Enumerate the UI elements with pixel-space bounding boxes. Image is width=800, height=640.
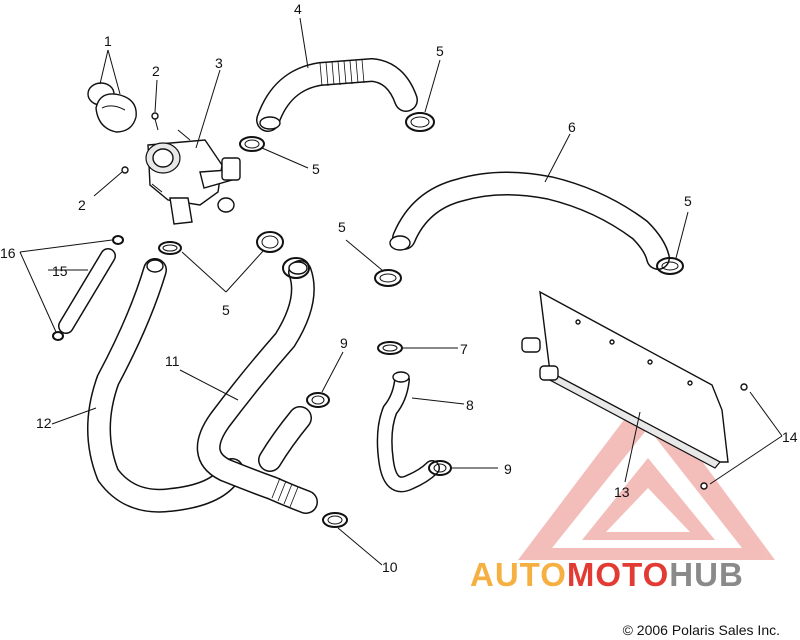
callout-4: 4	[294, 1, 302, 17]
callout-5e: 5	[222, 302, 230, 318]
callout-5d: 5	[684, 193, 692, 209]
coolant-housing-part	[145, 129, 241, 225]
callout-2b: 2	[78, 197, 86, 213]
screw-part	[121, 112, 159, 174]
callout-5b: 5	[312, 161, 320, 177]
radiator-panel-part	[521, 290, 748, 490]
callout-15: 15	[52, 263, 68, 279]
callout-14: 14	[782, 429, 798, 445]
callout-8: 8	[466, 397, 474, 413]
callout-16: 16	[0, 245, 16, 261]
copyright-text: © 2006 Polaris Sales Inc.	[622, 622, 780, 638]
callout-5: 5	[436, 43, 444, 59]
callout-13: 13	[614, 484, 630, 500]
watermark-moto: MOTO	[566, 556, 670, 593]
radiator-cap-part	[87, 82, 137, 133]
watermark-triangle-logo	[518, 388, 775, 560]
callout-6: 6	[568, 119, 576, 135]
callout-3: 3	[215, 55, 223, 71]
hose-clamp-parts	[52, 112, 684, 528]
callout-11: 11	[165, 353, 180, 369]
radiator-hose-part	[389, 171, 670, 270]
callout-1: 1	[104, 33, 112, 49]
callout-labels: 1 2 3 4 5 6 2 5 16 15 5 5 7 8 9 11 12 9 …	[0, 1, 798, 575]
leader-lines	[19, 17, 783, 566]
lower-hoses-part	[87, 258, 318, 514]
watermark-auto: AUTO	[470, 556, 567, 593]
watermark-hub: HUB	[669, 556, 744, 593]
callout-7: 7	[460, 341, 468, 357]
watermark-text: AUTOMOTOHUB	[470, 556, 744, 594]
bypass-hose-part	[376, 371, 440, 493]
callout-10: 10	[382, 559, 398, 575]
callout-9b: 9	[504, 461, 512, 477]
callout-2: 2	[152, 63, 160, 79]
callout-5c: 5	[338, 219, 346, 235]
callout-9: 9	[340, 335, 348, 351]
upper-hose-part	[256, 58, 418, 132]
callout-12: 12	[36, 415, 52, 431]
overflow-hose-part	[58, 248, 116, 334]
